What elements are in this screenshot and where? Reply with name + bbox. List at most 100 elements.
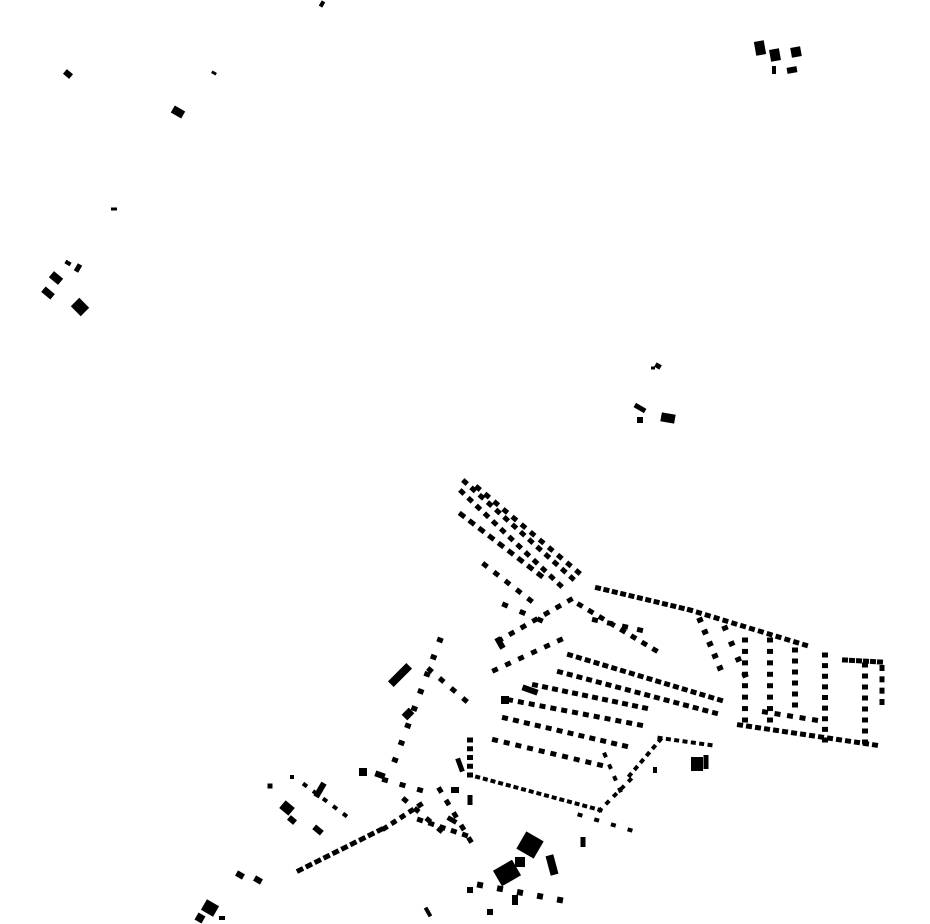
building [528,529,537,538]
building [491,666,499,674]
building [636,626,644,634]
building [610,740,618,747]
building [539,565,548,574]
building [672,699,680,706]
building [876,659,884,665]
building [621,742,629,750]
building [416,816,424,824]
building [610,664,618,672]
building [584,759,592,766]
building [568,574,576,582]
building [602,586,610,594]
building [556,581,564,589]
building [534,722,542,729]
building [64,259,72,267]
building [730,620,738,627]
building [477,525,486,535]
building [774,633,783,641]
building [692,704,700,712]
building [559,566,568,575]
building [581,692,589,699]
building [862,684,868,690]
building [492,859,522,887]
building [799,731,807,738]
building [518,529,527,538]
building [501,507,510,515]
building [73,263,83,273]
building [689,688,698,696]
building [790,46,802,58]
building [651,366,655,370]
building [301,781,309,789]
building [515,857,525,867]
building [538,747,546,755]
building [654,678,662,685]
building [496,540,506,550]
building [389,818,398,826]
building [387,662,413,688]
building [391,756,399,764]
building [516,888,524,897]
building [855,658,863,664]
building [767,717,773,723]
building [331,804,339,811]
building [619,667,627,675]
building [467,518,477,527]
building [398,781,407,789]
building [451,811,459,819]
building [63,69,73,79]
building [267,783,273,789]
building [494,507,502,516]
building [695,609,703,616]
building [808,732,816,739]
building [555,552,564,561]
building [561,753,569,760]
building [822,652,828,658]
building [359,768,367,776]
building [574,568,582,576]
building [490,519,499,527]
building [792,639,800,646]
building [566,671,574,678]
building [641,704,649,712]
building [653,767,657,773]
building [691,757,703,771]
building [614,717,622,724]
building [194,912,206,924]
building [757,628,765,635]
building [505,782,512,788]
building [690,740,697,745]
building [799,715,806,721]
building [429,653,438,661]
building [235,870,245,880]
building [716,664,724,672]
building [474,774,481,780]
building [571,709,579,716]
building [706,640,714,648]
building [536,892,544,900]
building [862,673,868,679]
building [853,739,861,746]
building [458,488,466,496]
building [577,732,585,739]
building [549,705,557,712]
building [871,742,879,748]
building [644,750,652,758]
building [629,633,638,641]
building [41,286,55,300]
building [446,815,458,825]
building [727,640,736,648]
building [551,686,559,693]
building [879,676,885,683]
building [457,510,467,520]
building [482,511,491,520]
building [497,780,504,786]
building [588,735,596,742]
building [661,600,669,608]
building [467,772,473,778]
building [644,596,652,604]
building [879,699,885,705]
building [517,699,525,706]
building [575,654,583,661]
building [556,727,564,734]
